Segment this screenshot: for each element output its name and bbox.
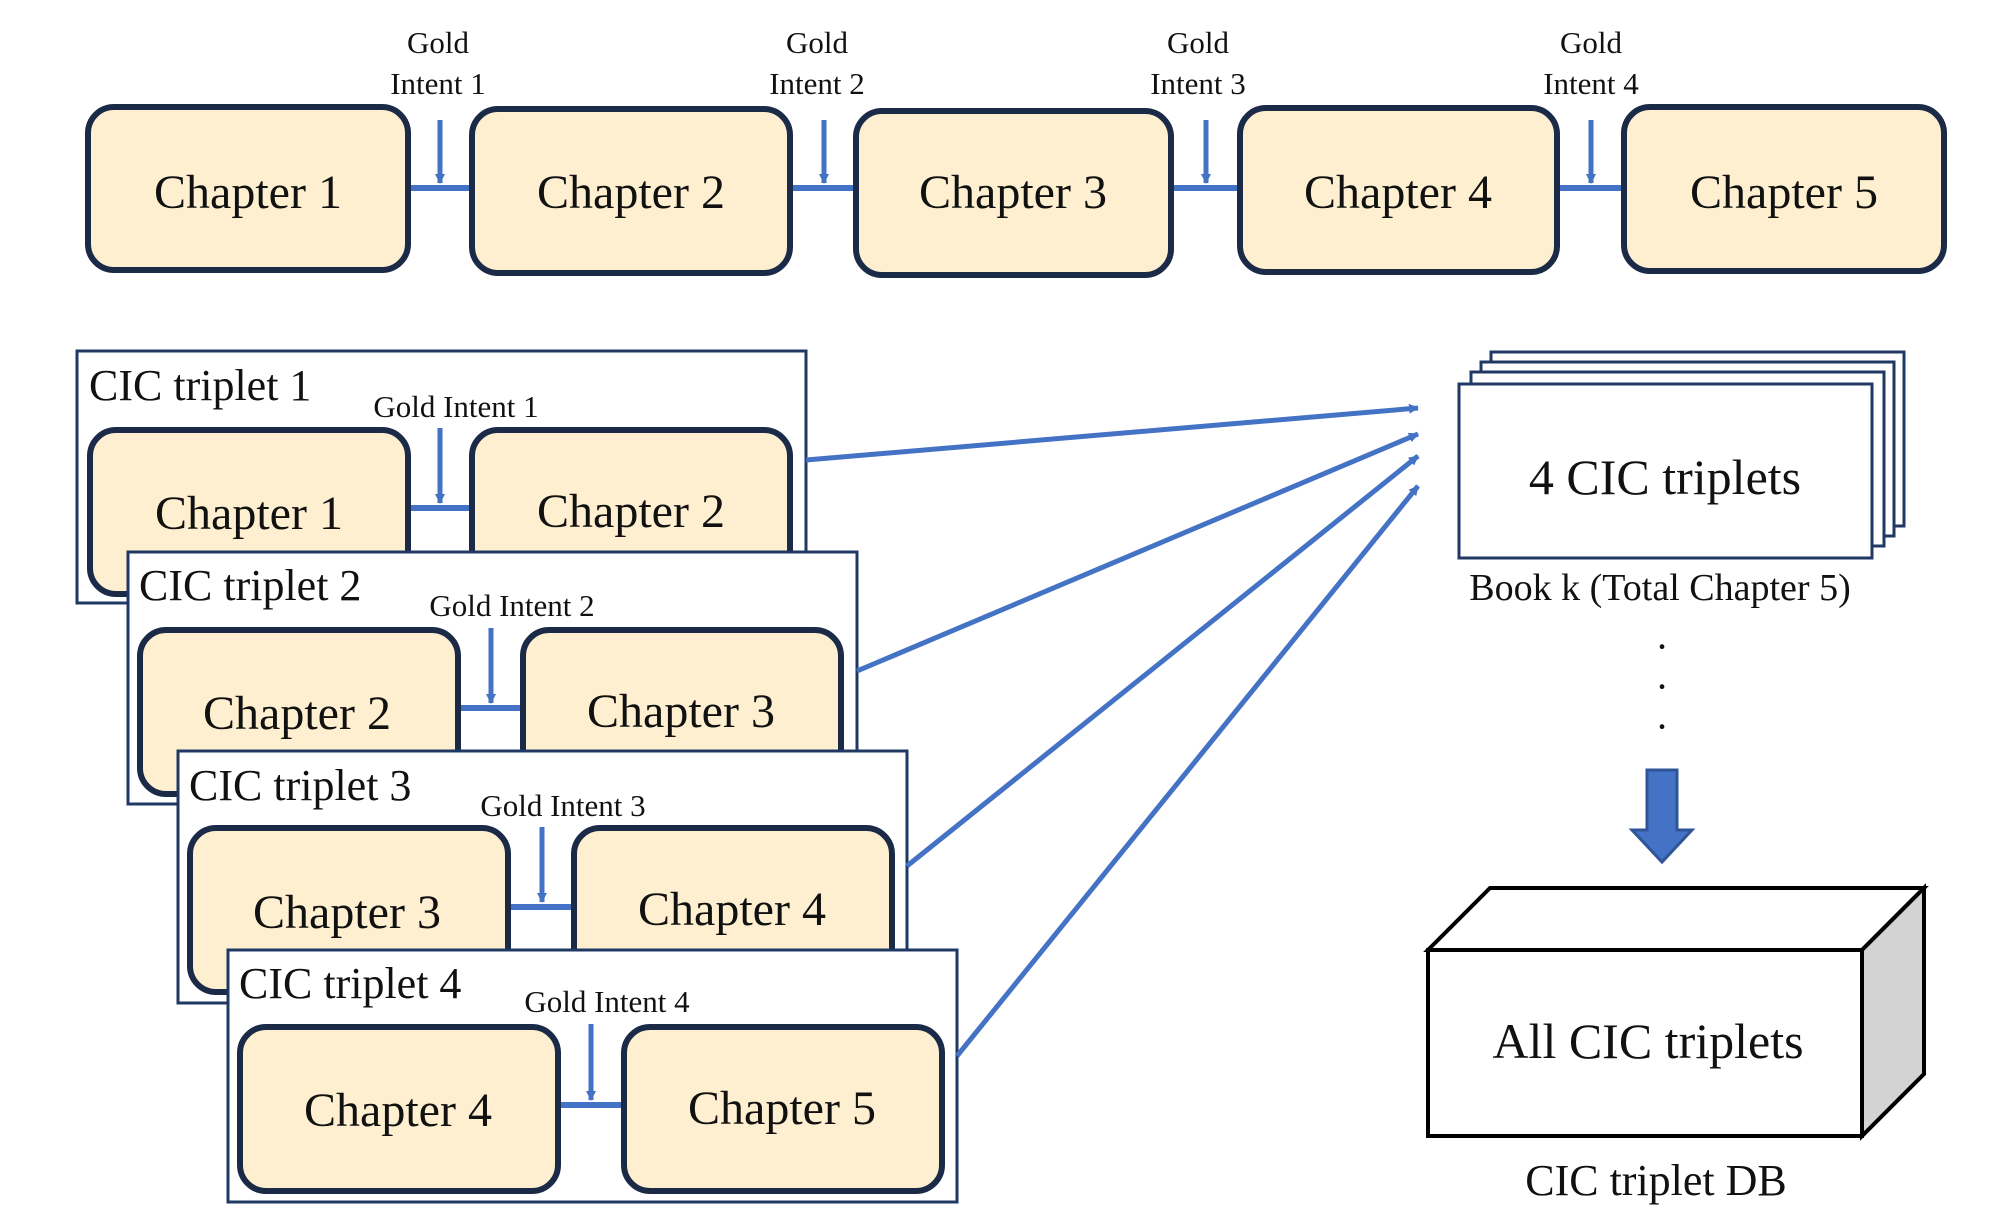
ellipsis-dot-1: ·: [1655, 624, 1668, 669]
cic-triplet-4-intent: Gold Intent 4: [524, 984, 690, 1019]
sequence-intent-1: Gold Intent 1: [390, 25, 486, 184]
sequence-chapter-1-label: Chapter 1: [154, 166, 342, 219]
sequence-intent-4-line1: Gold: [1560, 25, 1623, 60]
cic-triplet-1-right-label: Chapter 2: [537, 485, 725, 538]
sequence-intent-2-line1: Gold: [786, 25, 849, 60]
triplet-1-to-book-arrow: [805, 403, 1419, 463]
sequence-chapter-2: Chapter 2: [469, 106, 793, 276]
sequence-chapter-1: Chapter 1: [85, 104, 411, 273]
cic-triplet-4: CIC triplet 4 Gold Intent 4 Chapter 4 Ch…: [226, 948, 959, 1204]
triplet-stack: CIC triplet 1 Gold Intent 1 Chapter 1 Ch…: [75, 349, 959, 1204]
sequence-intent-4: Gold Intent 4: [1543, 25, 1639, 184]
database-cube: All CIC triplets CIC triplet DB: [1423, 883, 1929, 1205]
sequence-intent-3-line2: Intent 3: [1150, 66, 1246, 101]
cic-triplet-4-left-label: Chapter 4: [304, 1084, 492, 1137]
sequence-chapter-4: Chapter 4: [1237, 105, 1560, 275]
cic-triplet-2-left-label: Chapter 2: [203, 687, 391, 740]
cic-triplet-3-left-label: Chapter 3: [253, 886, 441, 939]
sequence-intent-1-line1: Gold: [407, 25, 470, 60]
cic-triplet-1-left-label: Chapter 1: [155, 487, 343, 540]
book-stack-label: 4 CIC triplets: [1529, 449, 1801, 505]
sequence-intent-3: Gold Intent 3: [1150, 25, 1246, 184]
triplet-4-to-book-arrow: [955, 484, 1420, 1058]
cic-triplet-4-right-chapter: Chapter 5: [621, 1024, 945, 1194]
sequence-intent-3-line1: Gold: [1167, 25, 1230, 60]
cic-triplet-3-intent: Gold Intent 3: [480, 788, 645, 823]
database-caption: CIC triplet DB: [1525, 1156, 1787, 1205]
database-cube-front: [1426, 948, 1864, 1138]
sequence-chapter-4-label: Chapter 4: [1304, 166, 1492, 219]
ellipsis-dot-2: ·: [1655, 664, 1668, 709]
cic-triplet-2-title: CIC triplet 2: [139, 561, 361, 610]
sequence-intent-2: Gold Intent 2: [769, 25, 865, 184]
cic-triplet-1-intent: Gold Intent 1: [373, 389, 538, 424]
cic-triplet-3-right-label: Chapter 4: [638, 883, 826, 936]
database-label: All CIC triplets: [1492, 1013, 1803, 1069]
chapter-sequence: Chapter 1 Chapter 2 Chapter 3 Chapter 4 …: [85, 25, 1947, 278]
cic-triplet-3-title: CIC triplet 3: [189, 761, 411, 810]
cic-triplet-1-title: CIC triplet 1: [89, 361, 311, 410]
database-cube-top: [1423, 886, 1929, 952]
triplet-2-to-book-arrow: [856, 431, 1419, 674]
sequence-intent-2-line2: Intent 2: [769, 66, 865, 101]
book-stack-caption: Book k (Total Chapter 5): [1469, 567, 1850, 609]
cic-triplet-2-intent: Gold Intent 2: [429, 588, 594, 623]
sequence-intent-4-line2: Intent 4: [1543, 66, 1639, 101]
sequence-chapter-5-label: Chapter 5: [1690, 166, 1878, 219]
book-stack: 4 CIC triplets Book k (Total Chapter 5) …: [1457, 350, 1906, 749]
sequence-chapter-5: Chapter 5: [1621, 104, 1947, 274]
down-block-arrow-icon: [1628, 768, 1696, 865]
sequence-chapter-3-label: Chapter 3: [919, 166, 1107, 219]
sequence-intent-1-line2: Intent 1: [390, 66, 486, 101]
ellipsis-dot-3: ·: [1655, 704, 1668, 749]
cic-triplet-4-right-label: Chapter 5: [688, 1082, 876, 1135]
sequence-chapter-3: Chapter 3: [853, 108, 1174, 278]
triplet-3-to-book-arrow: [905, 454, 1420, 868]
sequence-chapter-2-label: Chapter 2: [537, 166, 725, 219]
triplet-to-book-arrows: [805, 403, 1420, 1058]
cic-triplet-4-left-chapter: Chapter 4: [237, 1024, 561, 1194]
cic-triplet-4-title: CIC triplet 4: [239, 959, 461, 1008]
cic-triplet-2-right-label: Chapter 3: [587, 685, 775, 738]
book-page-1: [1457, 382, 1874, 560]
